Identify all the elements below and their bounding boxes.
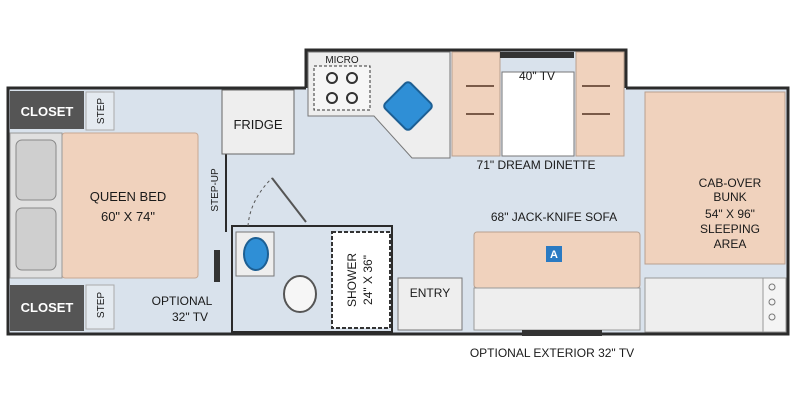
- bunk-label-1: CAB-OVER: [699, 176, 762, 190]
- closet-bottom: [10, 285, 84, 331]
- bunk-label-5: AREA: [714, 237, 747, 251]
- shower-label-2: 24" X 36": [361, 255, 375, 305]
- cab-storage: [644, 277, 764, 333]
- dinette-bench-left: [451, 51, 501, 157]
- queen-bed-size: 60" X 74": [101, 209, 155, 224]
- exterior-tv-mount: [522, 330, 602, 336]
- toilet-icon: [283, 275, 317, 313]
- sofa-base: [473, 287, 641, 331]
- optional-tv-bedroom: [214, 250, 220, 282]
- stove-burner-icon: [326, 72, 358, 104]
- bath-sink-icon: [243, 237, 269, 271]
- shower: [331, 231, 391, 329]
- closet-top: [10, 91, 84, 129]
- step-bottom: [85, 284, 115, 330]
- bunk-label-3: 54" X 96": [705, 207, 755, 221]
- entry-label: ENTRY: [410, 286, 450, 300]
- step-top-label: STEP: [96, 98, 107, 124]
- fridge: [221, 89, 295, 155]
- optional-tv-label-2: 32" TV: [172, 310, 208, 324]
- tv-40-mount: [500, 52, 574, 58]
- dinette-label: 71" DREAM DINETTE: [477, 158, 596, 172]
- optional-tv-label-1: OPTIONAL: [152, 294, 213, 308]
- step-bottom-label: STEP: [96, 292, 107, 318]
- outer-walls: [6, 48, 790, 336]
- entry-step: [397, 277, 463, 331]
- bath-door: [271, 177, 307, 223]
- tv-40-label: 40" TV: [519, 69, 555, 83]
- queen-bed: [61, 132, 199, 279]
- door-swing-icon: [247, 177, 273, 227]
- closet-top-label: CLOSET: [21, 104, 74, 119]
- dinette-table: [501, 71, 575, 157]
- pillow-top: [15, 139, 57, 201]
- micro-label: MICRO: [325, 55, 359, 66]
- cab-panel: [762, 277, 787, 333]
- fridge-label: FRIDGE: [233, 117, 282, 132]
- shower-label-1: SHOWER: [345, 253, 359, 307]
- step-top: [85, 91, 115, 131]
- cab-panel-dot: [768, 298, 776, 306]
- pillow-bottom: [15, 207, 57, 271]
- step-up-label: STEP-UP: [210, 168, 221, 212]
- queen-bed-label: QUEEN BED: [90, 189, 167, 204]
- seat-belt-icon: [466, 85, 610, 115]
- dinette-bench-right: [575, 51, 625, 157]
- micro-stove: [313, 65, 371, 111]
- sink-icon: [383, 81, 433, 131]
- closet-bottom-label: CLOSET: [21, 300, 74, 315]
- sofa-label: 68" JACK-KNIFE SOFA: [491, 210, 617, 224]
- cab-panel-dot: [768, 283, 776, 291]
- bunk-label-2: BUNK: [713, 190, 746, 204]
- cab-over-bunk: [644, 91, 786, 265]
- bunk-label-4: SLEEPING: [700, 222, 760, 236]
- bathroom-wall: [231, 225, 393, 333]
- sofa-badge: [546, 246, 562, 262]
- sofa-badge-label: A: [550, 249, 558, 261]
- optional-exterior-tv-label: OPTIONAL EXTERIOR 32" TV: [470, 346, 634, 360]
- cab-panel-dot: [768, 313, 776, 321]
